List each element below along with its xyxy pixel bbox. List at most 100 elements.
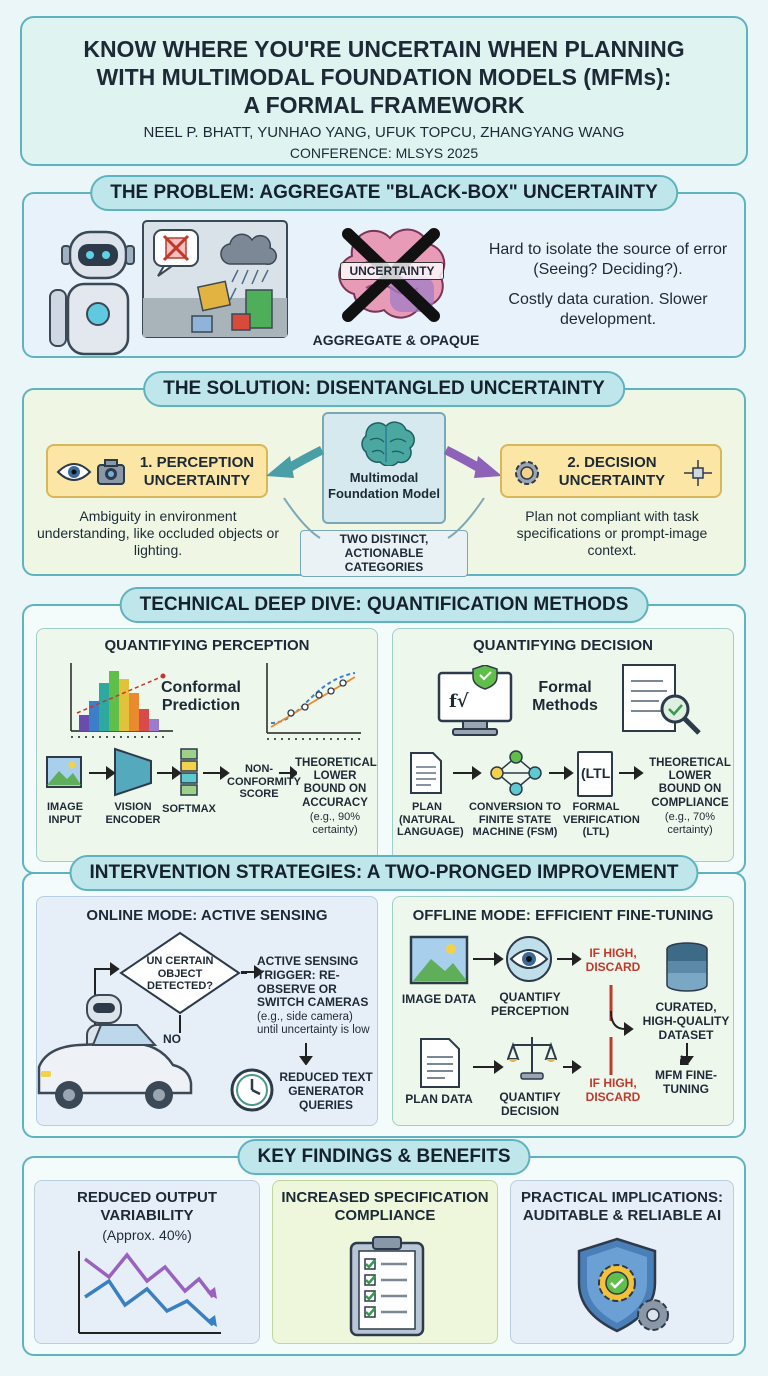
conformal-method: Conformal Prediction	[161, 679, 241, 715]
eye-icon	[56, 463, 92, 481]
ltl-glyph: (LTL	[581, 765, 611, 781]
mfm-brain-icon	[361, 421, 415, 466]
ltl-document: (LTL	[577, 751, 613, 797]
calibration-curve-icon	[266, 663, 361, 740]
robot-car-icon	[37, 994, 193, 1109]
variability-title: REDUCED OUTPUT VARIABILITY	[76, 1189, 217, 1224]
offline-mode-panel: OFFLINE MODE: EFFICIENT FINE-TUNING IMAG…	[392, 896, 734, 1126]
quantifying-decision-panel: QUANTIFYING DECISION f√ Formal Methods (…	[392, 628, 734, 862]
mfm-box: Multimodal Foundation Model	[322, 412, 446, 524]
mfm-label: Multimodal Foundation Model	[328, 470, 440, 501]
camera-icon	[97, 459, 125, 485]
online-mode-panel: ONLINE MODE: ACTIVE SENSING UN CERTAIN O…	[36, 896, 378, 1126]
fsm-icon	[490, 750, 542, 796]
aggregate-caption: AGGREGATE & OPAQUE	[312, 332, 480, 348]
occluded-scene-icon	[142, 220, 288, 338]
decision-diamond	[119, 931, 241, 1015]
active-sensing-trigger: ACTIVE SENSING TRIGGER: RE-OBSERVE OR SW…	[257, 954, 369, 1010]
image-data-icon	[409, 935, 469, 985]
variability-note: (Approx. 40%)	[102, 1227, 192, 1243]
practical-title: PRACTICAL IMPLICATIONS: AUDITABLE & RELI…	[521, 1189, 723, 1224]
offline-flow-arrows	[473, 952, 634, 1075]
discard-1: IF HIGH, DISCARD	[585, 946, 641, 974]
quantifying-decision-title: QUANTIFYING DECISION	[472, 637, 653, 654]
problem-text-2: Costly data curation. Slower development…	[508, 291, 708, 328]
trigger-note: (e.g., side camera) until uncertainty is…	[257, 1011, 370, 1037]
compliance-title: INCREASED SPECIFICATION COMPLIANCE	[281, 1189, 489, 1224]
decision-result-note: (e.g., 70% certainty)	[664, 811, 716, 836]
no-label: NO	[163, 1032, 181, 1046]
eye-circle-icon	[506, 936, 552, 982]
title-line-3: A FORMAL FRAMEWORK	[243, 92, 525, 118]
formal-method: Formal Methods	[532, 679, 598, 715]
finding-card-compliance: INCREASED SPECIFICATION COMPLIANCE	[272, 1180, 498, 1344]
online-mode-title: ONLINE MODE: ACTIVE SENSING	[86, 907, 328, 924]
perception-flow-arrows	[89, 765, 297, 781]
title-line-1: KNOW WHERE YOU'RE UNCERTAIN WHEN PLANNIN…	[83, 36, 685, 62]
decision-flow-arrows	[453, 766, 644, 780]
findings-heading: KEY FINDINGS & BENEFITS	[237, 1139, 531, 1175]
step-vision-encoder: VISION ENCODER	[105, 801, 161, 826]
shield-check-icon	[577, 1237, 669, 1333]
plan-data-label: PLAN DATA	[405, 1092, 473, 1106]
step-nonconformity: NON-CONFORMITY SCORE	[227, 763, 301, 801]
conference: CONFERENCE: MLSYS 2025	[289, 145, 479, 161]
reduced-queries: REDUCED TEXT GENERATOR QUERIES	[279, 1070, 373, 1112]
problem-text-1: Hard to isolate the source of error (See…	[488, 241, 728, 278]
step-formal-verification: FORMAL VERIFICATION (LTL)	[563, 801, 640, 839]
image-input-icon	[46, 756, 82, 788]
step-plan: PLAN (NATURAL LANGUAGE)	[397, 801, 464, 839]
curated-dataset: CURATED, HIGH-QUALITY DATASET	[642, 1000, 730, 1042]
perception-box: 1. PERCEPTION UNCERTAINTY	[46, 444, 268, 498]
finding-card-variability: REDUCED OUTPUT VARIABILITY (Approx. 40%)	[34, 1180, 260, 1344]
decreasing-trend-icon	[78, 1251, 221, 1334]
quantify-perception-label: QUANTIFY PERCEPTION	[490, 990, 569, 1018]
brain-label: UNCERTAINTY	[340, 262, 444, 280]
perception-description: Ambiguity in environment understanding, …	[36, 508, 280, 558]
database-icon	[666, 942, 708, 992]
quantify-decision-label: QUANTIFY DECISION	[499, 1090, 561, 1118]
discard-2: IF HIGH, DISCARD	[585, 1076, 641, 1104]
decision-description: Plan not compliant with task specificati…	[516, 508, 708, 558]
gear-icon	[515, 461, 539, 485]
offline-mode-title: OFFLINE MODE: EFFICIENT FINE-TUNING	[412, 907, 714, 924]
solution-heading: THE SOLUTION: DISENTANGLED UNCERTAINTY	[143, 371, 625, 407]
decision-box: 2. DECISION UNCERTAINTY	[500, 444, 722, 498]
vision-encoder-icon	[114, 747, 152, 797]
clock-icon	[230, 1068, 274, 1112]
categories-tag: TWO DISTINCT, ACTIONABLE CATEGORIES	[300, 530, 468, 578]
quantifying-perception-title: QUANTIFYING PERCEPTION	[104, 637, 310, 654]
down-arrow	[299, 1043, 313, 1065]
softmax-icon	[180, 748, 198, 796]
step-fsm: CONVERSION TO FINITE STATE MACHINE (FSM)	[468, 801, 562, 839]
intervention-heading: INTERVENTION STRATEGIES: A TWO-PRONGED I…	[69, 855, 699, 891]
robot-icon	[49, 230, 135, 356]
perception-result: THEORETICAL LOWER BOUND ON ACCURACY	[295, 757, 377, 809]
plan-data-icon	[420, 1038, 460, 1088]
document-magnifier-icon	[622, 664, 701, 735]
perception-result-note: (e.g., 90% certainty)	[309, 811, 361, 836]
checklist-clipboard-icon	[349, 1236, 425, 1337]
diamond-question: UN CERTAIN OBJECT DETECTED?	[146, 955, 214, 993]
perception-title: 1. PERCEPTION UNCERTAINTY	[139, 454, 255, 489]
histogram-icon	[70, 663, 173, 738]
trigger-arrow	[241, 965, 263, 979]
decision-title: 2. DECISION UNCERTAINTY	[558, 454, 666, 489]
decision-result: THEORETICAL LOWER BOUND ON COMPLIANCE	[649, 757, 731, 809]
title-line-2: WITH MULTIMODAL FOUNDATION MODELS (MFMs)…	[96, 64, 672, 90]
image-data-label: IMAGE DATA	[401, 992, 477, 1006]
formula-glyph: f√	[449, 691, 469, 712]
plan-document-icon	[410, 752, 442, 794]
step-image-input: IMAGE INPUT	[46, 801, 84, 826]
monitor-formula-icon	[437, 665, 513, 736]
authors: NEEL P. BHATT, YUNHAO YANG, UFUK TOPCU, …	[143, 124, 625, 141]
mfm-finetuning: MFM FINE-TUNING	[655, 1068, 717, 1096]
step-softmax: SOFTMAX	[162, 803, 216, 815]
scales-icon	[507, 1037, 557, 1080]
dataset-down-arrow	[680, 1043, 694, 1065]
deep-dive-heading: TECHNICAL DEEP DIVE: QUANTIFICATION METH…	[119, 587, 649, 623]
finding-card-practical: PRACTICAL IMPLICATIONS: AUDITABLE & RELI…	[510, 1180, 734, 1344]
network-icon	[684, 460, 712, 486]
problem-heading: THE PROBLEM: AGGREGATE "BLACK-BOX" UNCER…	[90, 175, 678, 211]
quantifying-perception-panel: QUANTIFYING PERCEPTION Conformal Predict…	[36, 628, 378, 862]
